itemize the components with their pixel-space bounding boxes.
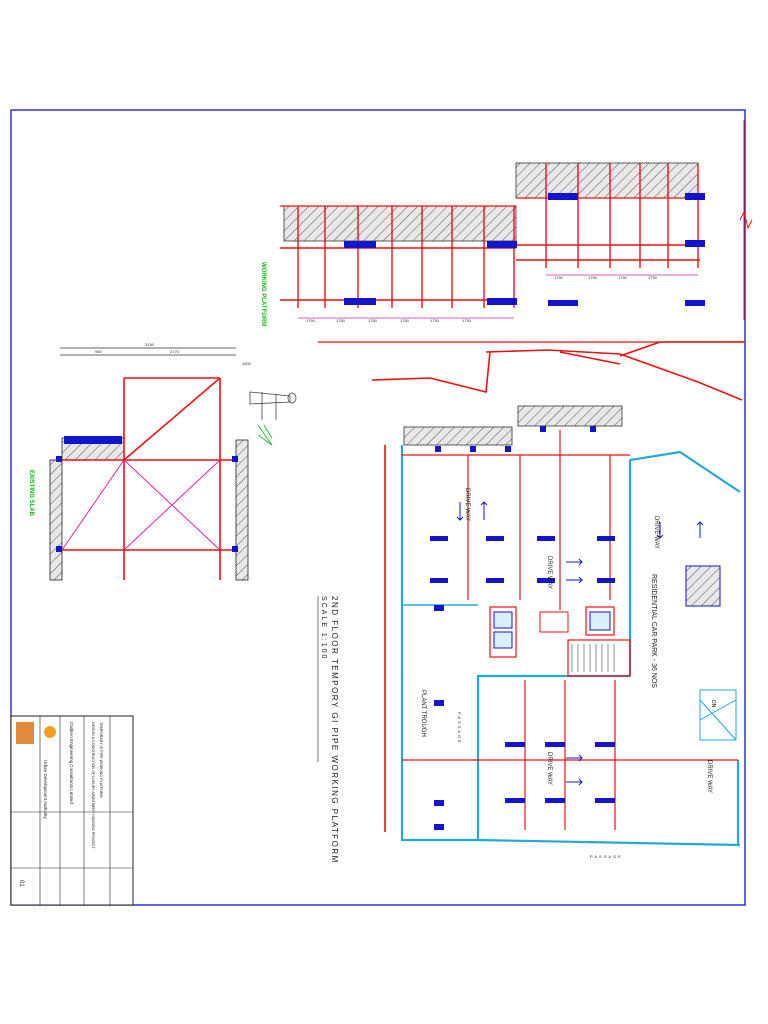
svg-text:1750: 1750: [588, 275, 598, 280]
svg-text:1750: 1750: [368, 318, 378, 323]
drawing-title: 2ND FLOOR TEMPORY GI PIPE WORKING PLATFO…: [317, 596, 339, 864]
label-residential-car-park: RESIDENTIAL CAR PARK - 36 NOS: [650, 574, 657, 688]
sheet-border: [10, 109, 746, 906]
dim-overall: 3150: [145, 342, 155, 347]
floor-plan: DRIVE WAY DRIVE WAY DRIVE WAY DRIVE WAY …: [318, 341, 745, 859]
svg-text:1750: 1750: [430, 318, 440, 323]
drawing-title-text: 2ND FLOOR TEMPORY GI PIPE WORKING PLATFO…: [330, 596, 339, 864]
platform-section-elevation: 980 2170 3150 1500 EXISTING SLAB: [28, 342, 297, 581]
svg-text:1750: 1750: [462, 318, 472, 323]
label-drive-way-1: DRIVE WAY: [464, 488, 470, 521]
title-project: DESIGN & CONSTRUCTION OF LUXURY APARTMEN…: [91, 722, 95, 849]
title-sheet-no: 01: [18, 880, 24, 887]
label-dn: DN: [710, 700, 716, 708]
svg-text:EXISTING SLAB: EXISTING SLAB: [28, 470, 34, 517]
core-lifts: [489, 606, 631, 677]
ramp: [699, 689, 737, 741]
label-passage-1: PASSAGE: [457, 712, 462, 745]
svg-text:WORKING PLATFORM: WORKING PLATFORM: [260, 262, 266, 326]
label-passage-2: PASSAGE: [590, 854, 623, 859]
svg-text:1750: 1750: [618, 275, 628, 280]
dim-right-bay: 2170: [170, 349, 180, 354]
label-plant-trough: PLANT TROUGH: [420, 690, 426, 737]
dim-top: 1500: [242, 361, 252, 366]
svg-text:1750: 1750: [306, 318, 316, 323]
parking-bays: [430, 426, 615, 830]
label-drive-way-5: DRIVE WAY: [706, 760, 712, 793]
dim-left-bay: 980: [95, 349, 102, 354]
svg-text:1750: 1750: [336, 318, 346, 323]
label-drive-way-2: DRIVE WAY: [546, 556, 552, 589]
top-platform-plan: 1750 1750 1750 1750 1750 1750 1750 1750 1750 17…: [260, 120, 753, 326]
label-drive-way-4: DRIVE WAY: [653, 516, 659, 549]
title-block: Caldero Engineering Consultants Limited …: [10, 715, 134, 906]
drawing-scale-text: SCALE 1:100: [320, 596, 327, 660]
svg-text:1750: 1750: [648, 275, 658, 280]
svg-text:1750: 1750: [554, 275, 564, 280]
svg-text:1750: 1750: [400, 318, 410, 323]
title-company: Caldero Engineering Consultants Limited: [69, 722, 74, 804]
label-drive-way-3: DRIVE WAY: [546, 752, 552, 785]
title-sheet-title: TEMPORARY GI PIPE WORKING PLATFORM: [99, 722, 103, 797]
title-client: Urban Development Authority: [43, 760, 48, 820]
